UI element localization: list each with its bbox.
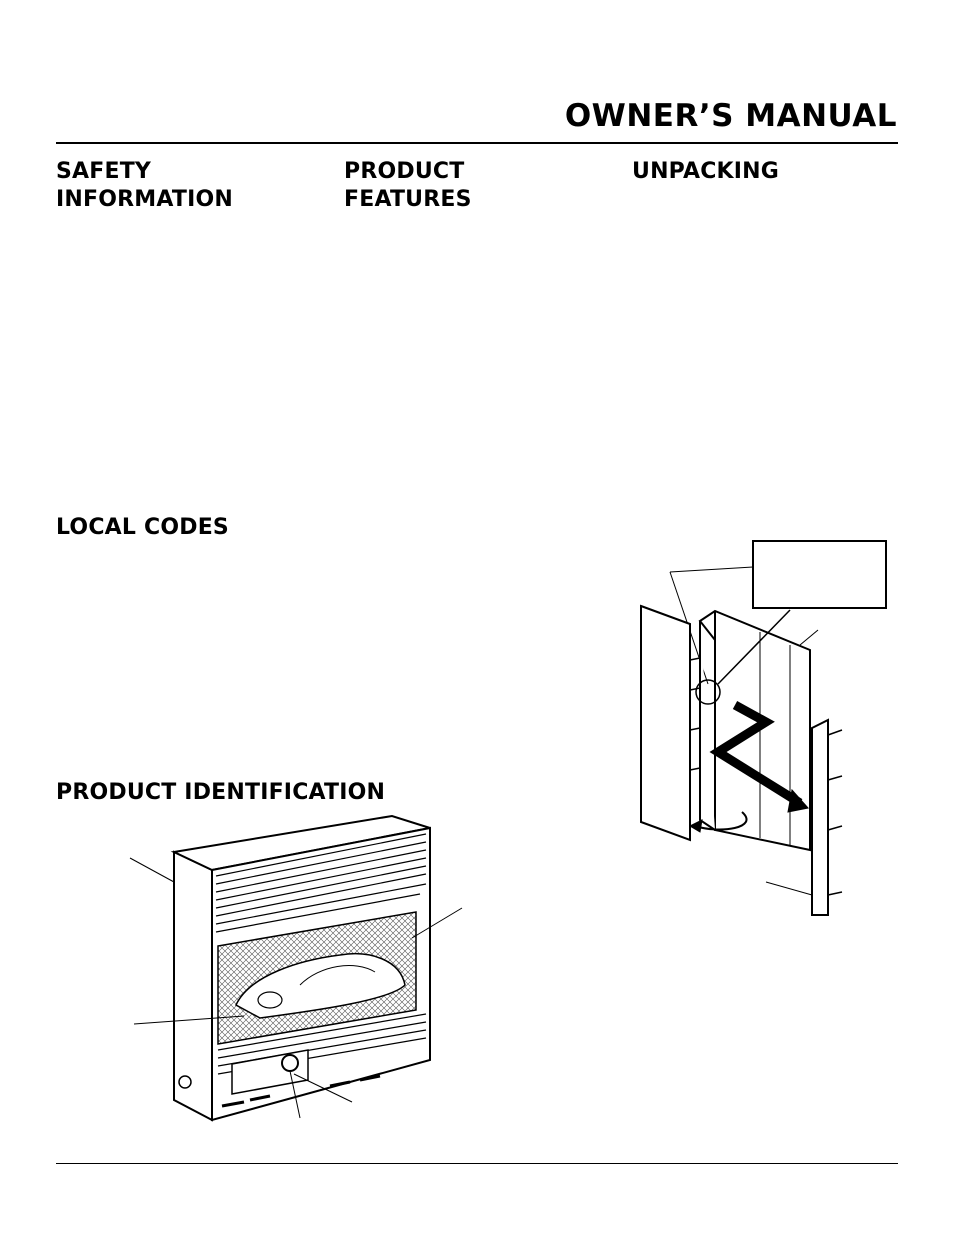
carton-drawing [640,604,843,916]
features-heading-line2: FEATURES [344,187,472,212]
safety-heading-line2: INFORMATION [56,187,233,212]
unpacking-heading: UNPACKING [632,159,780,184]
footer-rule [56,1163,898,1164]
heater-firebox [217,911,417,1045]
carton-callout-box [752,540,887,609]
features-heading-line1: PRODUCT [344,159,465,184]
heater-leader-lines [129,857,463,1119]
safety-information-heading: SAFETY INFORMATION [56,158,233,214]
heater-louvers [215,833,427,933]
manual-title: OWNER’S MANUAL [564,98,897,134]
safety-heading-line1: SAFETY [56,159,152,184]
direction-arrow [688,701,809,833]
product-identification-heading: PRODUCT IDENTIFICATION [56,780,386,805]
circled-detail [695,609,791,705]
product-features-heading: PRODUCT FEATURES [344,158,472,214]
header-rule [56,142,898,144]
unpacking-leader-lines [765,629,819,896]
heater-control-panel [178,1049,309,1095]
local-codes-heading: LOCAL CODES [56,515,229,540]
